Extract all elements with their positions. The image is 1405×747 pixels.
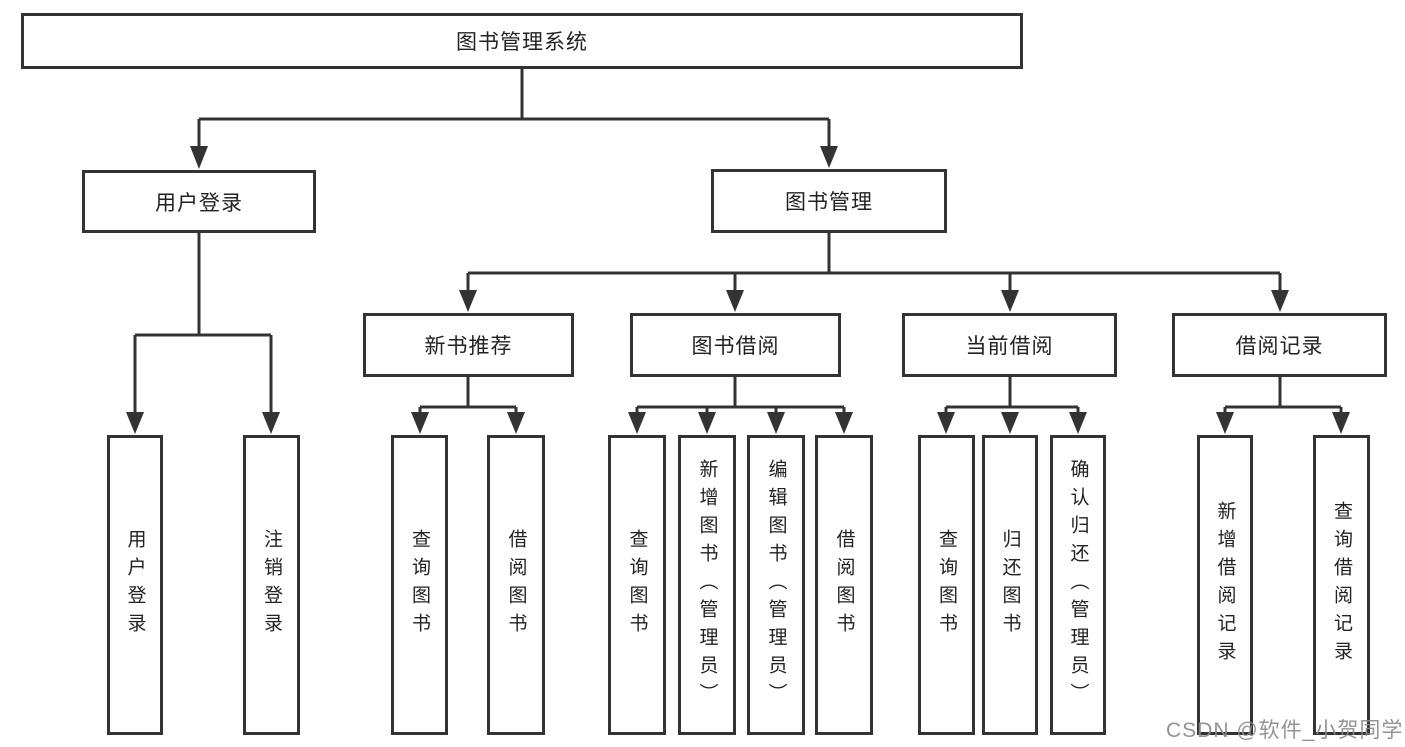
- node-label: 借阅记录: [1235, 335, 1324, 358]
- csdn-watermark: CSDN @软件_小贺同学: [1166, 719, 1404, 742]
- node-borrow-books: 借阅图书: [815, 435, 873, 735]
- node-label: 图书借阅: [691, 335, 780, 358]
- node-current-borrowing: 当前借阅: [902, 313, 1117, 377]
- node-add-borrow-record: 新增借阅记录: [1197, 435, 1253, 735]
- node-label: 新书推荐: [424, 335, 513, 358]
- node-new-book-recommend: 新书推荐: [363, 313, 574, 377]
- node-label: 查询借阅记录: [1331, 501, 1352, 669]
- node-query-books-current: 查询图书: [918, 435, 975, 735]
- node-return-books: 归还图书: [982, 435, 1038, 735]
- node-label: 用户登录: [124, 529, 146, 641]
- node-confirm-return-admin: 确认归还（管理员）: [1050, 435, 1106, 735]
- node-label: 确认归还（管理员）: [1067, 459, 1089, 711]
- node-label: 用户登录: [155, 191, 243, 215]
- node-label: 当前借阅: [965, 335, 1054, 358]
- node-user-login-leaf: 用户登录: [107, 435, 163, 735]
- node-user-login: 用户登录: [82, 170, 316, 233]
- node-query-borrow-record: 查询借阅记录: [1313, 435, 1370, 735]
- node-label: 借阅图书: [833, 529, 855, 641]
- node-root-library-management-system: 图书管理系统: [21, 13, 1023, 69]
- node-label: 查询图书: [626, 529, 648, 641]
- node-borrowing-records: 借阅记录: [1172, 313, 1387, 377]
- node-label: 注销登录: [261, 529, 282, 641]
- node-book-management: 图书管理: [711, 169, 947, 233]
- node-label: 查询图书: [409, 529, 430, 641]
- node-add-books-admin: 新增图书（管理员）: [678, 435, 736, 735]
- node-label: 借阅图书: [505, 529, 527, 641]
- node-label: 新增图书（管理员）: [696, 459, 718, 711]
- node-label: 查询图书: [936, 529, 957, 641]
- node-borrow-books-recommend: 借阅图书: [487, 435, 545, 735]
- node-query-books-recommend: 查询图书: [391, 435, 448, 735]
- node-query-books-borrowing: 查询图书: [608, 435, 666, 735]
- node-book-borrowing: 图书借阅: [630, 313, 841, 377]
- node-label: 图书管理: [785, 191, 873, 214]
- node-label: 编辑图书（管理员）: [765, 459, 787, 711]
- node-logout: 注销登录: [243, 435, 300, 735]
- node-label: 新增借阅记录: [1214, 501, 1236, 669]
- node-label: 归还图书: [999, 529, 1021, 641]
- node-label: 图书管理系统: [456, 31, 588, 54]
- node-edit-books-admin: 编辑图书（管理员）: [747, 435, 805, 735]
